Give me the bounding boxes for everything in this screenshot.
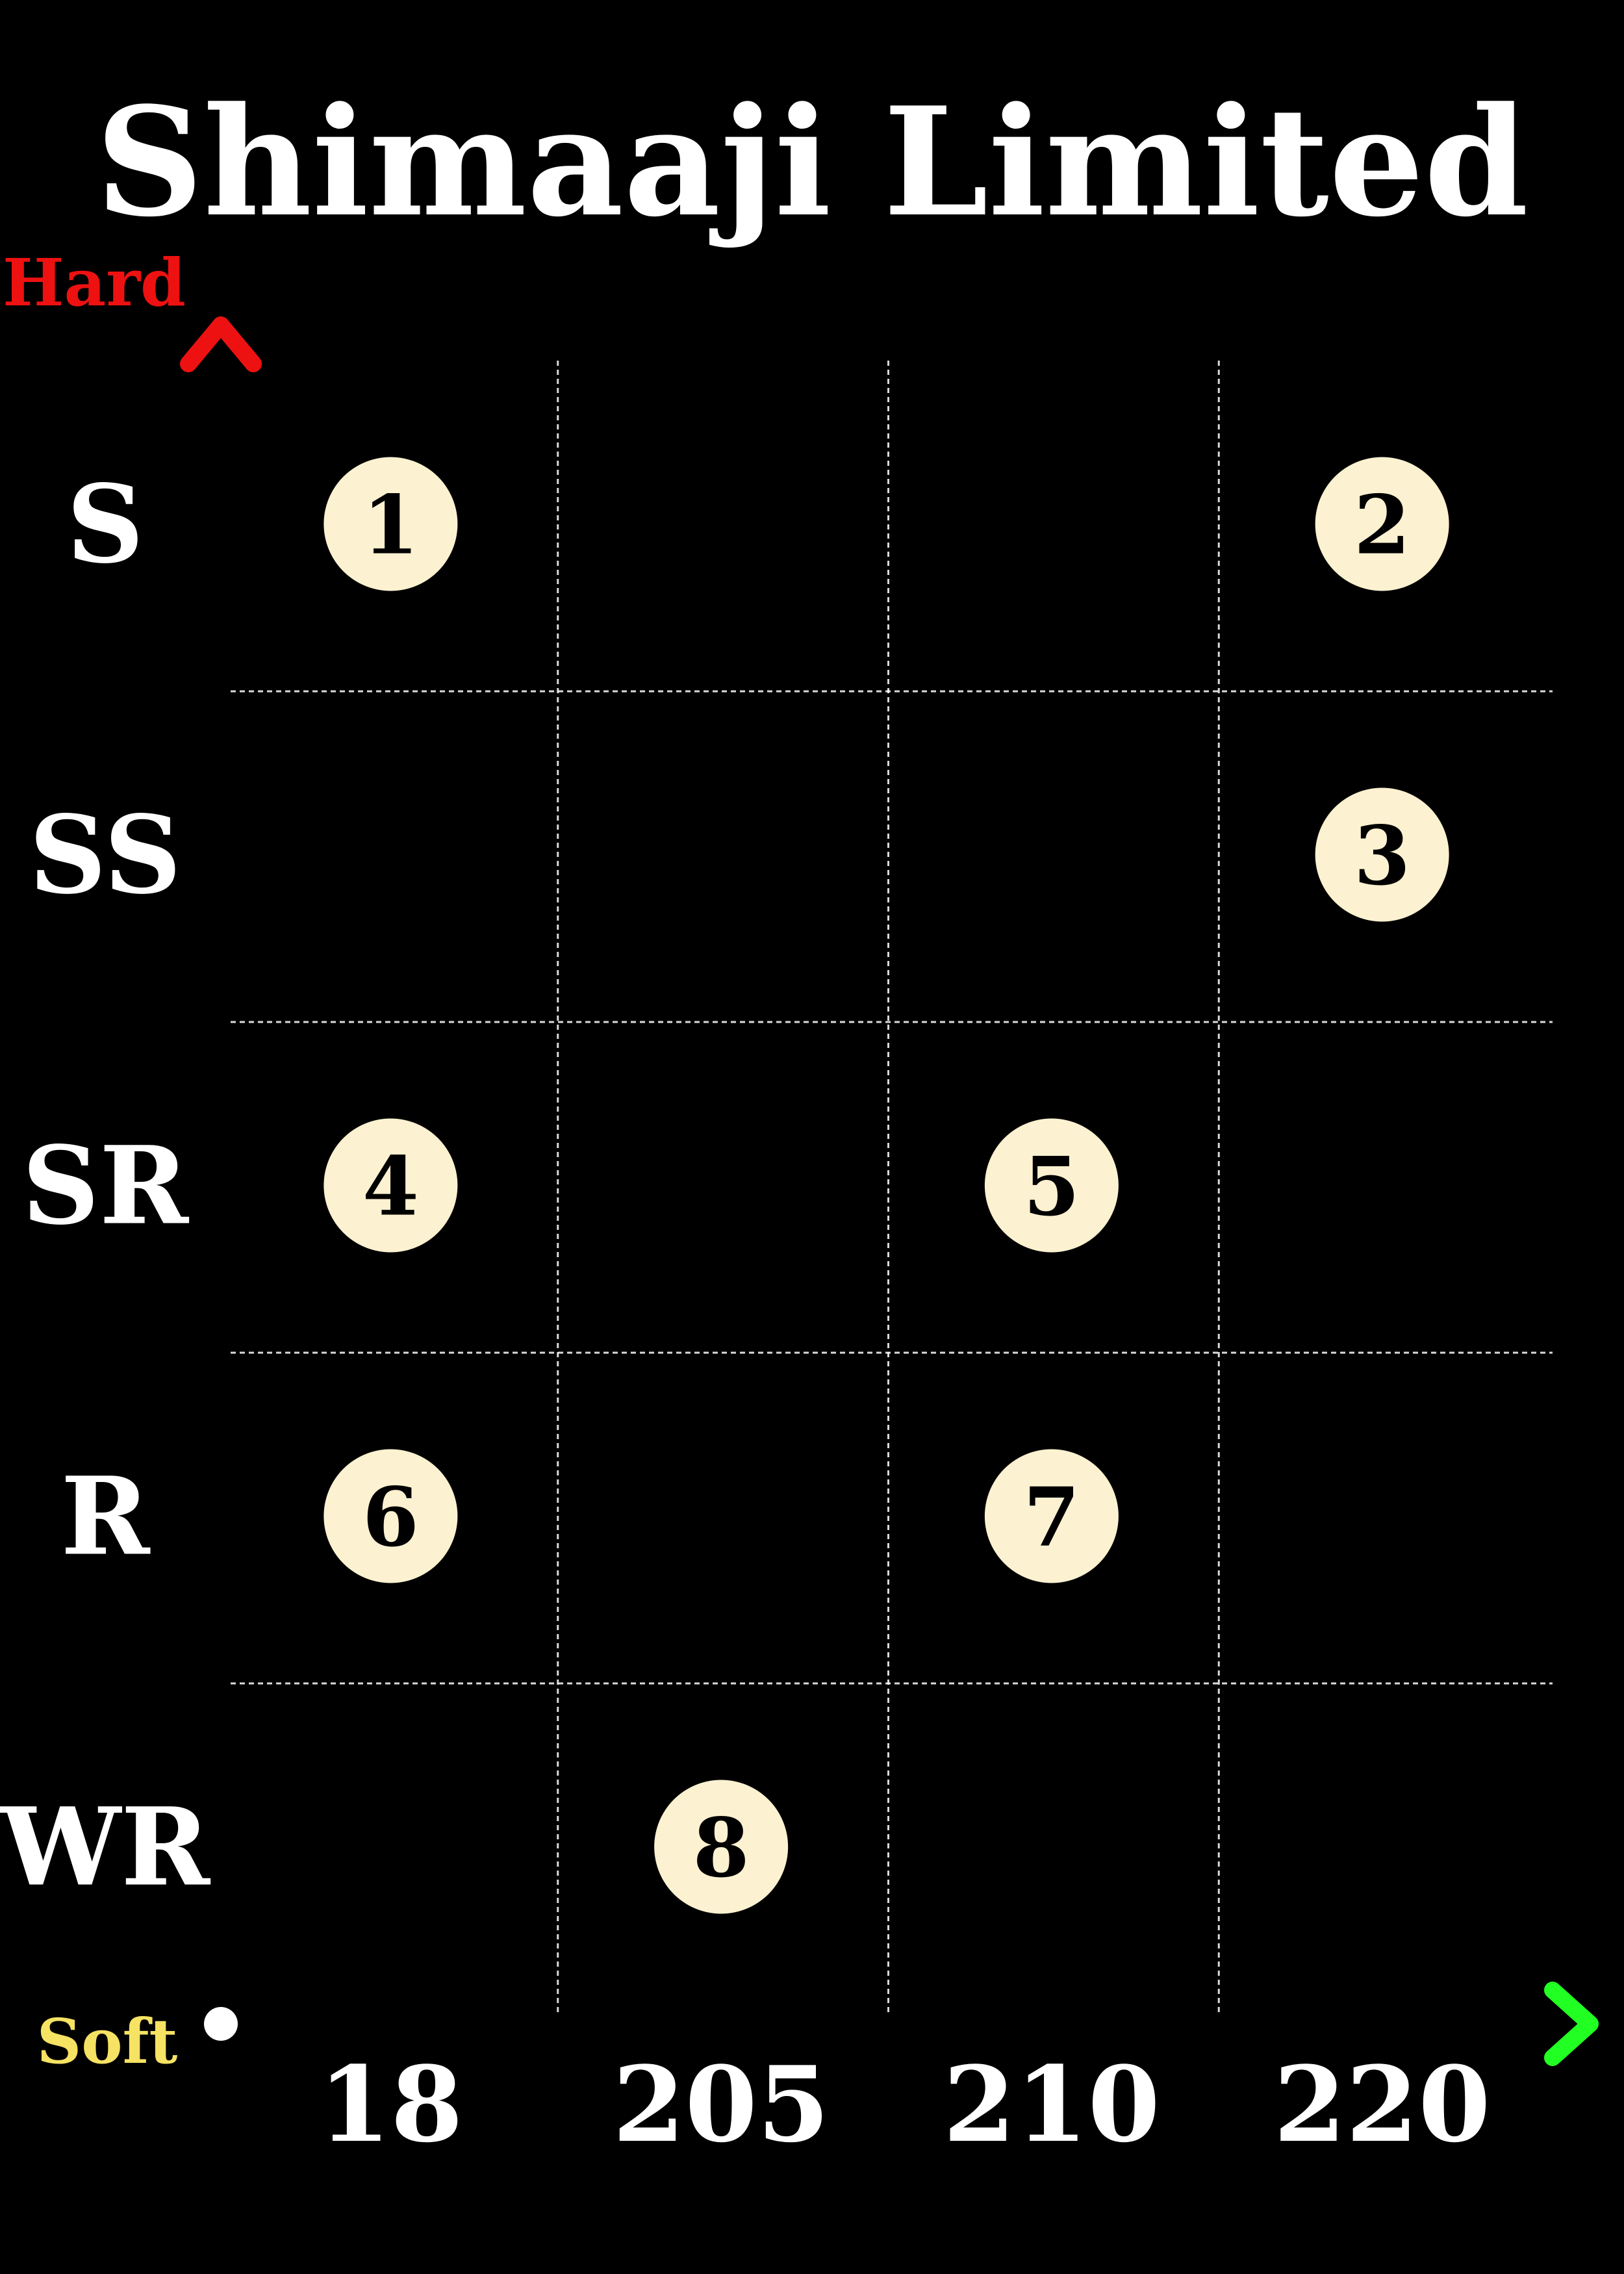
x-tick-labels: 18 205 210 220 xyxy=(318,2043,1491,2165)
data-point: 8 xyxy=(654,1780,789,1914)
data-point-label: 7 xyxy=(1023,1470,1080,1565)
data-point-label: 5 xyxy=(1023,1140,1080,1234)
x-tick-label: 18 xyxy=(318,2043,463,2165)
data-point: 2 xyxy=(1315,457,1449,591)
data-point-marker xyxy=(324,1118,458,1253)
data-point: 7 xyxy=(984,1449,1119,1583)
data-point: 4 xyxy=(324,1118,458,1253)
data-point: 1 xyxy=(324,457,458,591)
data-point: 6 xyxy=(324,1449,458,1583)
x-axis xyxy=(221,1982,1599,2066)
x-tick-label: 205 xyxy=(613,2043,830,2165)
data-point-label: 4 xyxy=(362,1140,419,1234)
data-point-label: 8 xyxy=(693,1801,750,1896)
data-point-marker xyxy=(1315,787,1449,922)
x-axis-arrowhead-icon xyxy=(1544,1982,1599,2066)
data-point-marker xyxy=(654,1780,789,1914)
data-point-marker xyxy=(324,1449,458,1583)
y-axis-top-label: Hard xyxy=(3,244,186,321)
axis-origin-dot xyxy=(204,2007,238,2041)
y-axis-arrowhead-icon xyxy=(180,316,262,372)
data-point-marker xyxy=(984,1449,1119,1583)
data-point: 3 xyxy=(1315,787,1449,922)
y-tick-label: SS xyxy=(29,792,182,918)
y-axis-bottom-label: Soft xyxy=(37,2006,178,2078)
y-tick-label: S xyxy=(66,461,144,587)
data-points: 1 2 3 4 5 6 7 8 xyxy=(324,457,1449,1914)
data-point-marker xyxy=(1315,457,1449,591)
y-tick-label: R xyxy=(60,1453,151,1579)
x-tick-label: 210 xyxy=(943,2043,1160,2165)
data-point-label: 1 xyxy=(362,478,419,573)
data-point-label: 6 xyxy=(362,1470,419,1565)
data-point-marker xyxy=(324,457,458,591)
y-tick-label: SR xyxy=(22,1123,190,1249)
y-axis xyxy=(180,316,262,2024)
y-tick-label: WR xyxy=(0,1784,211,1910)
data-point-label: 2 xyxy=(1354,478,1410,573)
x-tick-label: 220 xyxy=(1274,2043,1491,2165)
grid-lines xyxy=(231,361,1553,2014)
chart-title: Shimaaji Limited xyxy=(95,75,1529,250)
data-point: 5 xyxy=(984,1118,1119,1253)
data-point-marker xyxy=(984,1118,1119,1253)
data-point-label: 3 xyxy=(1354,809,1410,904)
